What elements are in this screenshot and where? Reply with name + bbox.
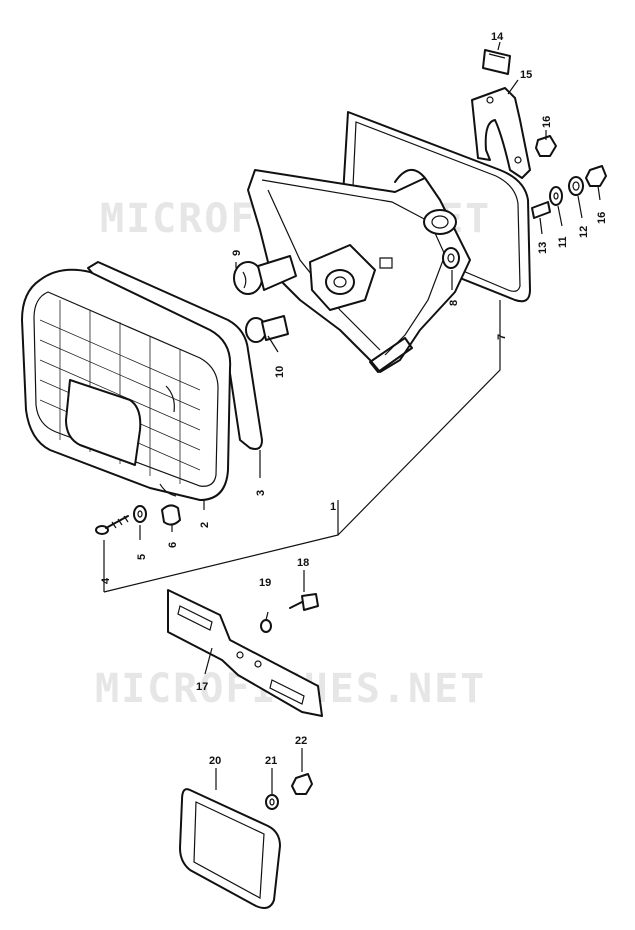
screw	[95, 515, 129, 535]
label-13: 13	[537, 242, 549, 254]
cap-nut	[161, 504, 181, 526]
nut-16-right	[585, 165, 607, 187]
leader-lines	[103, 41, 601, 794]
lamp-housing	[247, 169, 471, 373]
part-labels: 1 2 3 4 5 6 7 8 9 10 11 12 13 14 15 16 1…	[100, 31, 608, 767]
label-22: 22	[295, 735, 307, 747]
license-bracket	[167, 589, 323, 717]
label-8: 8	[448, 300, 460, 306]
label-15: 15	[520, 69, 532, 81]
washer-11	[549, 186, 563, 206]
label-7: 7	[496, 334, 508, 340]
grommet	[442, 247, 460, 269]
label-20: 20	[209, 755, 221, 767]
nut-22	[291, 773, 313, 795]
label-2: 2	[199, 522, 211, 528]
label-9: 9	[231, 250, 243, 256]
washer-19	[260, 619, 272, 633]
label-11: 11	[557, 236, 569, 248]
washer-12	[568, 176, 584, 196]
label-4: 4	[100, 577, 112, 584]
nut-16-top	[535, 135, 557, 157]
reflector	[179, 788, 281, 909]
bulb-large	[233, 255, 297, 295]
washer-21	[265, 794, 279, 810]
label-3: 3	[255, 490, 267, 496]
mounting-bracket	[471, 87, 531, 179]
bolt-18	[289, 593, 319, 611]
label-10: 10	[274, 366, 286, 378]
stud-bolt	[531, 201, 551, 219]
label-17: 17	[196, 681, 208, 693]
label-14: 14	[491, 31, 504, 43]
label-16-top: 16	[541, 116, 553, 128]
label-5: 5	[136, 554, 148, 560]
label-12: 12	[578, 226, 590, 238]
label-18: 18	[297, 557, 309, 569]
tail-lens	[21, 268, 232, 501]
label-1: 1	[330, 501, 336, 513]
washer	[133, 505, 147, 523]
bulb-small	[245, 315, 289, 343]
label-6: 6	[167, 542, 179, 548]
cushion	[482, 49, 511, 75]
label-19: 19	[259, 577, 271, 589]
label-16-right: 16	[596, 212, 608, 224]
label-21: 21	[265, 755, 277, 767]
